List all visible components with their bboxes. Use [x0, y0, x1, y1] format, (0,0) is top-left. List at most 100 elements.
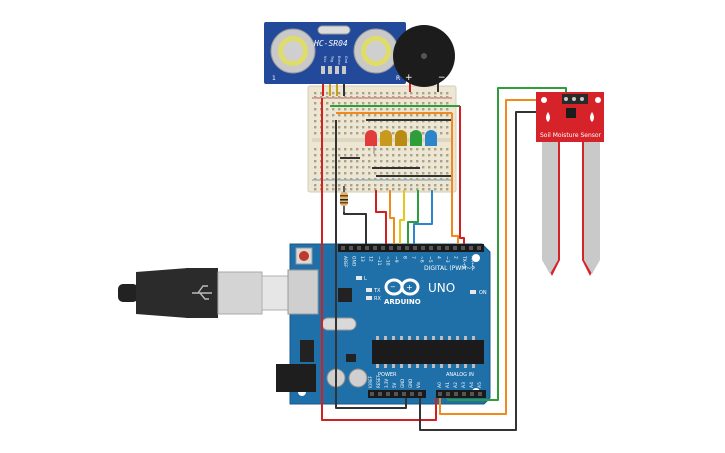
- breadboard-hole: [380, 108, 383, 111]
- breadboard-hole: [380, 92, 383, 95]
- piezo-buzzer: + −: [393, 25, 455, 87]
- arduino-model: UNO: [428, 281, 455, 295]
- digital-pin-label: ~5: [427, 256, 433, 263]
- breadboard-hole: [434, 188, 437, 191]
- pin-1-marker: 1: [272, 75, 276, 82]
- breadboard-hole: [362, 148, 365, 151]
- voltage-regulator: [338, 288, 352, 302]
- breadboard-hole: [416, 102, 419, 105]
- breadboard-hole: [434, 102, 437, 105]
- header-pin: [381, 246, 385, 250]
- breadboard-hole: [350, 148, 353, 151]
- breadboard-hole: [422, 166, 425, 169]
- breadboard-hole: [326, 126, 329, 129]
- breadboard-hole: [428, 172, 431, 175]
- breadboard-hole: [416, 126, 419, 129]
- breadboard-hole: [326, 114, 329, 117]
- sensor-pin-label: Vcc: [323, 56, 327, 62]
- reset-button-cap[interactable]: [299, 251, 309, 261]
- breadboard-hole: [362, 154, 365, 157]
- breadboard-hole: [332, 132, 335, 135]
- crystal-oscillator: [321, 317, 357, 331]
- hc-sr04-label: HC-SR04: [313, 39, 348, 48]
- breadboard-hole: [332, 148, 335, 151]
- analog-pin: [454, 392, 458, 396]
- breadboard-hole: [314, 96, 317, 99]
- breadboard-hole: [446, 126, 449, 129]
- breadboard-hole: [380, 148, 383, 151]
- breadboard-hole: [392, 120, 395, 123]
- breadboard-hole: [404, 96, 407, 99]
- breadboard-hole: [344, 108, 347, 111]
- breadboard-hole: [314, 126, 317, 129]
- breadboard-hole: [410, 184, 413, 187]
- breadboard-hole: [362, 92, 365, 95]
- breadboard-hole: [338, 108, 341, 111]
- digital-pin-label: 13: [359, 256, 365, 262]
- breadboard-hole: [416, 154, 419, 157]
- breadboard-hole: [392, 172, 395, 175]
- l-label: L: [364, 276, 367, 282]
- breadboard-hole: [398, 92, 401, 95]
- breadboard-hole: [410, 120, 413, 123]
- breadboard-hole: [440, 108, 443, 111]
- crystal: [317, 25, 351, 35]
- analog-pin-label: A3: [461, 382, 467, 388]
- breadboard-hole: [404, 154, 407, 157]
- breadboard-hole: [380, 178, 383, 181]
- breadboard-hole: [374, 178, 377, 181]
- breadboard-hole: [416, 178, 419, 181]
- breadboard-hole: [416, 120, 419, 123]
- breadboard-hole: [410, 108, 413, 111]
- breadboard-hole: [368, 114, 371, 117]
- breadboard-hole: [446, 120, 449, 123]
- pin-r-marker: R: [396, 75, 400, 82]
- breadboard-hole: [338, 172, 341, 175]
- breadboard-hole: [446, 178, 449, 181]
- led-amber: [395, 130, 407, 146]
- breadboard-hole: [422, 96, 425, 99]
- breadboard-hole: [410, 92, 413, 95]
- atmega-chip: [372, 340, 484, 364]
- breadboard-hole: [410, 114, 413, 117]
- breadboard-hole: [446, 96, 449, 99]
- breadboard-hole: [380, 184, 383, 187]
- breadboard-hole: [398, 154, 401, 157]
- breadboard-hole: [386, 96, 389, 99]
- header-pin: [413, 246, 417, 250]
- breadboard-hole: [386, 120, 389, 123]
- arduino-uno-board: L TX RX ON − + ARDUINO UNO DIGITAL (PWM~…: [276, 243, 491, 405]
- breadboard-hole: [392, 148, 395, 151]
- breadboard-hole: [416, 108, 419, 111]
- breadboard-hole: [356, 92, 359, 95]
- breadboard-hole: [428, 126, 431, 129]
- breadboard-hole: [386, 102, 389, 105]
- breadboard-hole: [314, 188, 317, 191]
- breadboard-hole: [332, 108, 335, 111]
- breadboard-hole: [314, 102, 317, 105]
- on-label: ON: [479, 290, 487, 296]
- breadboard-hole: [404, 184, 407, 187]
- breadboard-hole: [326, 188, 329, 191]
- mounting-hole: [472, 254, 480, 262]
- breadboard-hole: [446, 148, 449, 151]
- breadboard-hole: [338, 148, 341, 151]
- breadboard-hole: [386, 126, 389, 129]
- breadboard-hole: [380, 188, 383, 191]
- breadboard-hole: [422, 120, 425, 123]
- breadboard-hole: [338, 114, 341, 117]
- breadboard-hole: [314, 132, 317, 135]
- breadboard-hole: [422, 108, 425, 111]
- breadboard-hole: [314, 172, 317, 175]
- analog-header: [436, 390, 486, 398]
- breadboard-hole: [350, 188, 353, 191]
- wire-led-orange: [389, 190, 395, 244]
- breadboard-hole: [332, 166, 335, 169]
- breadboard-hole: [344, 114, 347, 117]
- breadboard-hole: [434, 160, 437, 163]
- breadboard-hole: [398, 184, 401, 187]
- usb-plug-body: [136, 268, 188, 318]
- led-l: [356, 276, 362, 280]
- breadboard-hole: [338, 92, 341, 95]
- breadboard-hole: [440, 92, 443, 95]
